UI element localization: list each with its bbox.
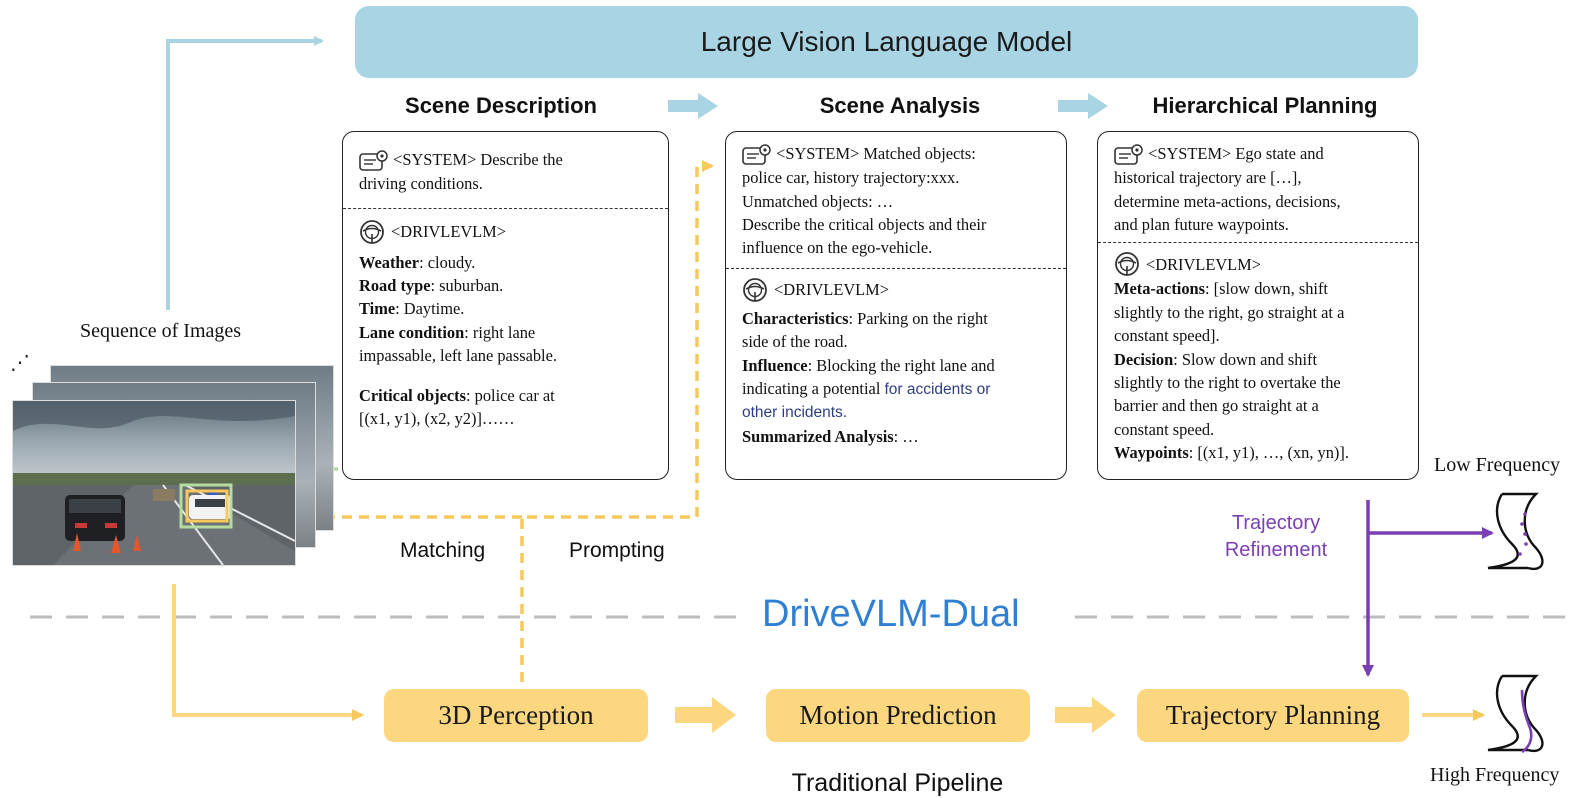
system-text: influence on the ego-vehicle. bbox=[742, 238, 933, 258]
model-tag: <DRIVLEVLM> bbox=[1146, 254, 1261, 274]
field-value: : Blocking the right lane and bbox=[807, 355, 995, 375]
pipeline-3d-perception: 3D Perception bbox=[384, 689, 648, 742]
system-text: determine meta-actions, decisions, bbox=[1114, 191, 1341, 211]
system-text: and plan future waypoints. bbox=[1114, 215, 1289, 235]
stage-title-scene-description: Scene Description bbox=[405, 93, 597, 118]
system-text: Ego state and bbox=[1231, 144, 1324, 163]
system-text: Describe the critical objects and their bbox=[742, 215, 987, 235]
scene-analysis-card: <SYSTEM> Matched objects: police car, hi… bbox=[725, 131, 1067, 480]
field-key: Lane condition bbox=[359, 322, 465, 342]
high-frequency-label: High Frequency bbox=[1430, 764, 1560, 786]
steering-wheel-icon bbox=[360, 219, 384, 244]
motion-to-planning-arrow bbox=[1055, 697, 1116, 733]
field-value: side of the road. bbox=[742, 332, 848, 352]
pipeline-motion-prediction: Motion Prediction bbox=[766, 689, 1030, 742]
system-tag: <SYSTEM> bbox=[1148, 144, 1232, 163]
field-value: indicating a potential bbox=[742, 379, 885, 399]
field-value: : suburban. bbox=[430, 276, 504, 296]
field-key: Decision bbox=[1114, 349, 1174, 369]
desc-to-analysis-arrow bbox=[668, 93, 718, 119]
field-key: Critical objects bbox=[359, 385, 466, 405]
low-frequency-label: Low Frequency bbox=[1434, 454, 1561, 476]
system-settings-icon bbox=[1114, 144, 1143, 166]
system-tag: <SYSTEM> bbox=[393, 150, 477, 169]
system-text: Matched objects: bbox=[859, 144, 976, 163]
model-response: <DRIVLEVLM> Characteristics: Parking on … bbox=[726, 269, 1066, 452]
steering-wheel-icon bbox=[743, 277, 767, 302]
stage-title-hierarchical-planning: Hierarchical Planning bbox=[1152, 93, 1378, 118]
prompting-label: Prompting bbox=[569, 539, 665, 562]
system-tag: <SYSTEM> bbox=[776, 144, 860, 163]
field-value: : [(x1, y1), …, (xn, yn)]. bbox=[1188, 443, 1349, 463]
trajectory-refinement-line: Refinement bbox=[1224, 539, 1328, 561]
system-prompt: <SYSTEM> Describe the driving conditions… bbox=[343, 132, 668, 208]
field-key: Time bbox=[359, 299, 396, 319]
driving-scene-image bbox=[12, 400, 296, 566]
field-value: barrier and then go straight at a bbox=[1114, 396, 1319, 416]
image-to-lvlm-arrow bbox=[166, 36, 324, 310]
scene-description-card: <SYSTEM> Describe the driving conditions… bbox=[342, 131, 669, 480]
field-value: constant speed. bbox=[1114, 419, 1215, 439]
field-key: Road type bbox=[359, 276, 431, 296]
matching-label: Matching bbox=[400, 539, 486, 562]
more-frames-ellipsis: ⋰ bbox=[10, 352, 30, 374]
model-tag: <DRIVLEVLM> bbox=[774, 280, 889, 300]
field-value: : police car at bbox=[465, 385, 555, 405]
system-settings-icon bbox=[742, 144, 771, 166]
field-value: : [slow down, shift bbox=[1205, 279, 1328, 299]
field-key: Influence bbox=[742, 355, 808, 375]
system-text: Describe the bbox=[476, 150, 563, 169]
system-prompt: <SYSTEM> Ego state and historical trajec… bbox=[1098, 132, 1418, 242]
trajectory-refinement-label: Trajectory Refinement bbox=[1196, 510, 1356, 564]
field-value: slightly to the right to overtake the bbox=[1114, 373, 1341, 393]
field-value: : right lane bbox=[464, 322, 536, 342]
perception-to-motion-arrow bbox=[675, 697, 736, 733]
field-value: impassable, left lane passable. bbox=[359, 346, 557, 366]
image-to-perception-arrow bbox=[172, 584, 364, 721]
road-curve-icon bbox=[1487, 674, 1544, 754]
system-text: historical trajectory are […], bbox=[1114, 168, 1302, 188]
lvlm-header: Large Vision Language Model bbox=[355, 6, 1418, 78]
system-text: Unmatched objects: … bbox=[742, 191, 894, 211]
system-settings-icon bbox=[359, 150, 388, 172]
steering-wheel-icon bbox=[1115, 252, 1139, 277]
trajectory-refinement-line: Trajectory bbox=[1231, 512, 1321, 534]
field-value: slightly to the right, go straight at a bbox=[1114, 302, 1345, 322]
traditional-pipeline-label: Traditional Pipeline bbox=[791, 769, 1004, 797]
drivevlm-dual-title: DriveVLM-Dual bbox=[748, 593, 1034, 636]
model-response: <DRIVLEVLM> Meta-actions: [slow down, sh… bbox=[1098, 243, 1418, 468]
field-value: constant speed]. bbox=[1114, 326, 1220, 346]
field-value: : Parking on the right bbox=[848, 308, 988, 328]
model-response: <DRIVLEVLM> Weather: cloudy. Road type: … bbox=[343, 209, 668, 435]
field-value: : Daytime. bbox=[395, 299, 465, 319]
field-value: [(x1, y1), (x2, y2)]…… bbox=[359, 409, 515, 429]
road-curve-icon bbox=[1487, 492, 1544, 571]
field-key: Characteristics bbox=[742, 308, 849, 328]
field-value: : cloudy. bbox=[419, 252, 476, 272]
field-value: : … bbox=[893, 426, 919, 446]
prompting-link bbox=[520, 160, 714, 682]
system-text: driving conditions. bbox=[359, 174, 483, 194]
model-tag: <DRIVLEVLM> bbox=[391, 221, 506, 241]
system-prompt: <SYSTEM> Matched objects: police car, hi… bbox=[726, 132, 1066, 268]
field-value: : Slow down and shift bbox=[1173, 349, 1318, 369]
analysis-to-planning-arrow bbox=[1058, 93, 1108, 119]
pipeline-trajectory-planning: Trajectory Planning bbox=[1137, 689, 1409, 742]
field-key: Meta-actions bbox=[1114, 279, 1206, 299]
field-value-highlight: for accidents or bbox=[884, 381, 991, 399]
system-text: police car, history trajectory:xxx. bbox=[742, 168, 960, 188]
field-key: Summarized Analysis bbox=[742, 426, 894, 446]
field-value-highlight: other incidents. bbox=[742, 404, 848, 422]
field-key: Weather bbox=[359, 252, 420, 272]
image-sequence bbox=[10, 362, 334, 572]
field-key: Waypoints bbox=[1114, 443, 1189, 463]
stage-title-scene-analysis: Scene Analysis bbox=[819, 93, 981, 118]
sequence-of-images-label: Sequence of Images bbox=[80, 320, 242, 342]
hierarchical-planning-card: <SYSTEM> Ego state and historical trajec… bbox=[1097, 131, 1419, 480]
